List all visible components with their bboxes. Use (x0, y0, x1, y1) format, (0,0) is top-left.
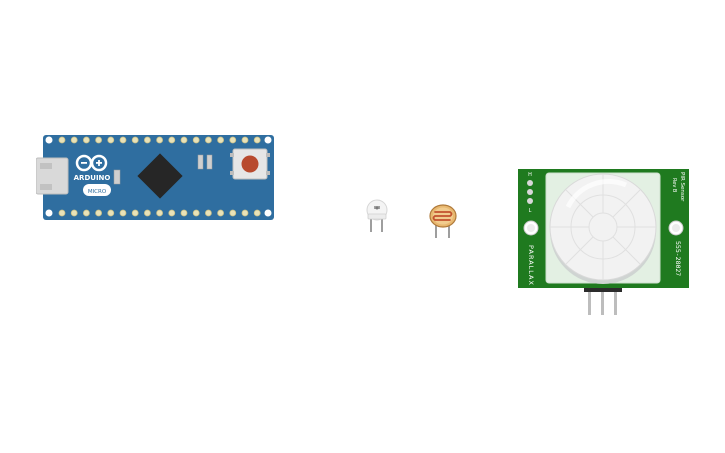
arduino-micro-badge: MICRO (88, 189, 107, 195)
led-component[interactable] (364, 198, 390, 234)
pir-sensor-module[interactable]: H L PARALLAX PIR Sensor Rev B 555-28027 (516, 167, 692, 317)
header-pin (168, 136, 176, 144)
header-pin (229, 136, 237, 144)
photoresistor-graphic (429, 204, 457, 238)
header-pin (180, 209, 188, 217)
arduino-logo-text: ARDUINO (74, 174, 111, 182)
header-pin (95, 209, 102, 217)
reset-button-cap[interactable] (241, 155, 259, 173)
header-pin (156, 209, 163, 217)
header-pin (131, 136, 139, 144)
header-pin (217, 209, 225, 217)
header-pin (241, 136, 249, 144)
header-pin (253, 209, 261, 217)
header-pins-top (58, 136, 261, 144)
header-pin (204, 209, 212, 217)
header-pin (83, 136, 90, 144)
header-pin (144, 136, 151, 144)
header-pin (204, 136, 212, 144)
pir-pin-2 (601, 287, 604, 315)
header-pin (119, 136, 127, 144)
header-pin (156, 136, 163, 144)
header-pin (144, 209, 151, 217)
microcontroller-chip (137, 153, 183, 199)
header-pin (95, 136, 102, 144)
header-pin (131, 209, 139, 217)
header-pin (217, 136, 225, 144)
photoresistor-component[interactable] (428, 202, 458, 240)
header-pin (168, 209, 176, 217)
pir-pin-1 (588, 287, 591, 315)
header-pin (83, 209, 90, 217)
header-pin (253, 136, 261, 144)
pir-title-label: PIR Sensor (679, 172, 685, 202)
header-pin (107, 209, 115, 217)
arduino-micro-graphic: ARDUINO MICRO (35, 135, 274, 220)
arduino-micro-board[interactable]: ARDUINO MICRO (35, 133, 276, 223)
header-pin (107, 136, 115, 144)
pir-sensor-graphic: H L PARALLAX PIR Sensor Rev B 555-28027 (518, 169, 689, 315)
pir-fresnel-pattern (550, 174, 656, 280)
pir-brand-label: PARALLAX (527, 245, 535, 286)
header-pin (58, 209, 66, 217)
header-pin (229, 209, 237, 217)
header-pin (192, 136, 200, 144)
pir-part-number: 555-28027 (674, 241, 682, 276)
header-pin (180, 136, 188, 144)
arduino-logo-icon (75, 154, 108, 172)
header-pin (192, 209, 200, 217)
header-pin (70, 209, 78, 217)
header-pins-bottom (58, 209, 261, 217)
pir-pin-3 (614, 287, 617, 315)
header-pin (119, 209, 127, 217)
pir-jumper-label-l: L (529, 208, 532, 214)
header-pin (241, 209, 249, 217)
header-pin (58, 136, 66, 144)
pir-rev-label: Rev B (671, 178, 677, 193)
header-pin (70, 136, 78, 144)
led-graphic (366, 199, 388, 232)
pir-jumper-label-h: H (528, 172, 532, 178)
